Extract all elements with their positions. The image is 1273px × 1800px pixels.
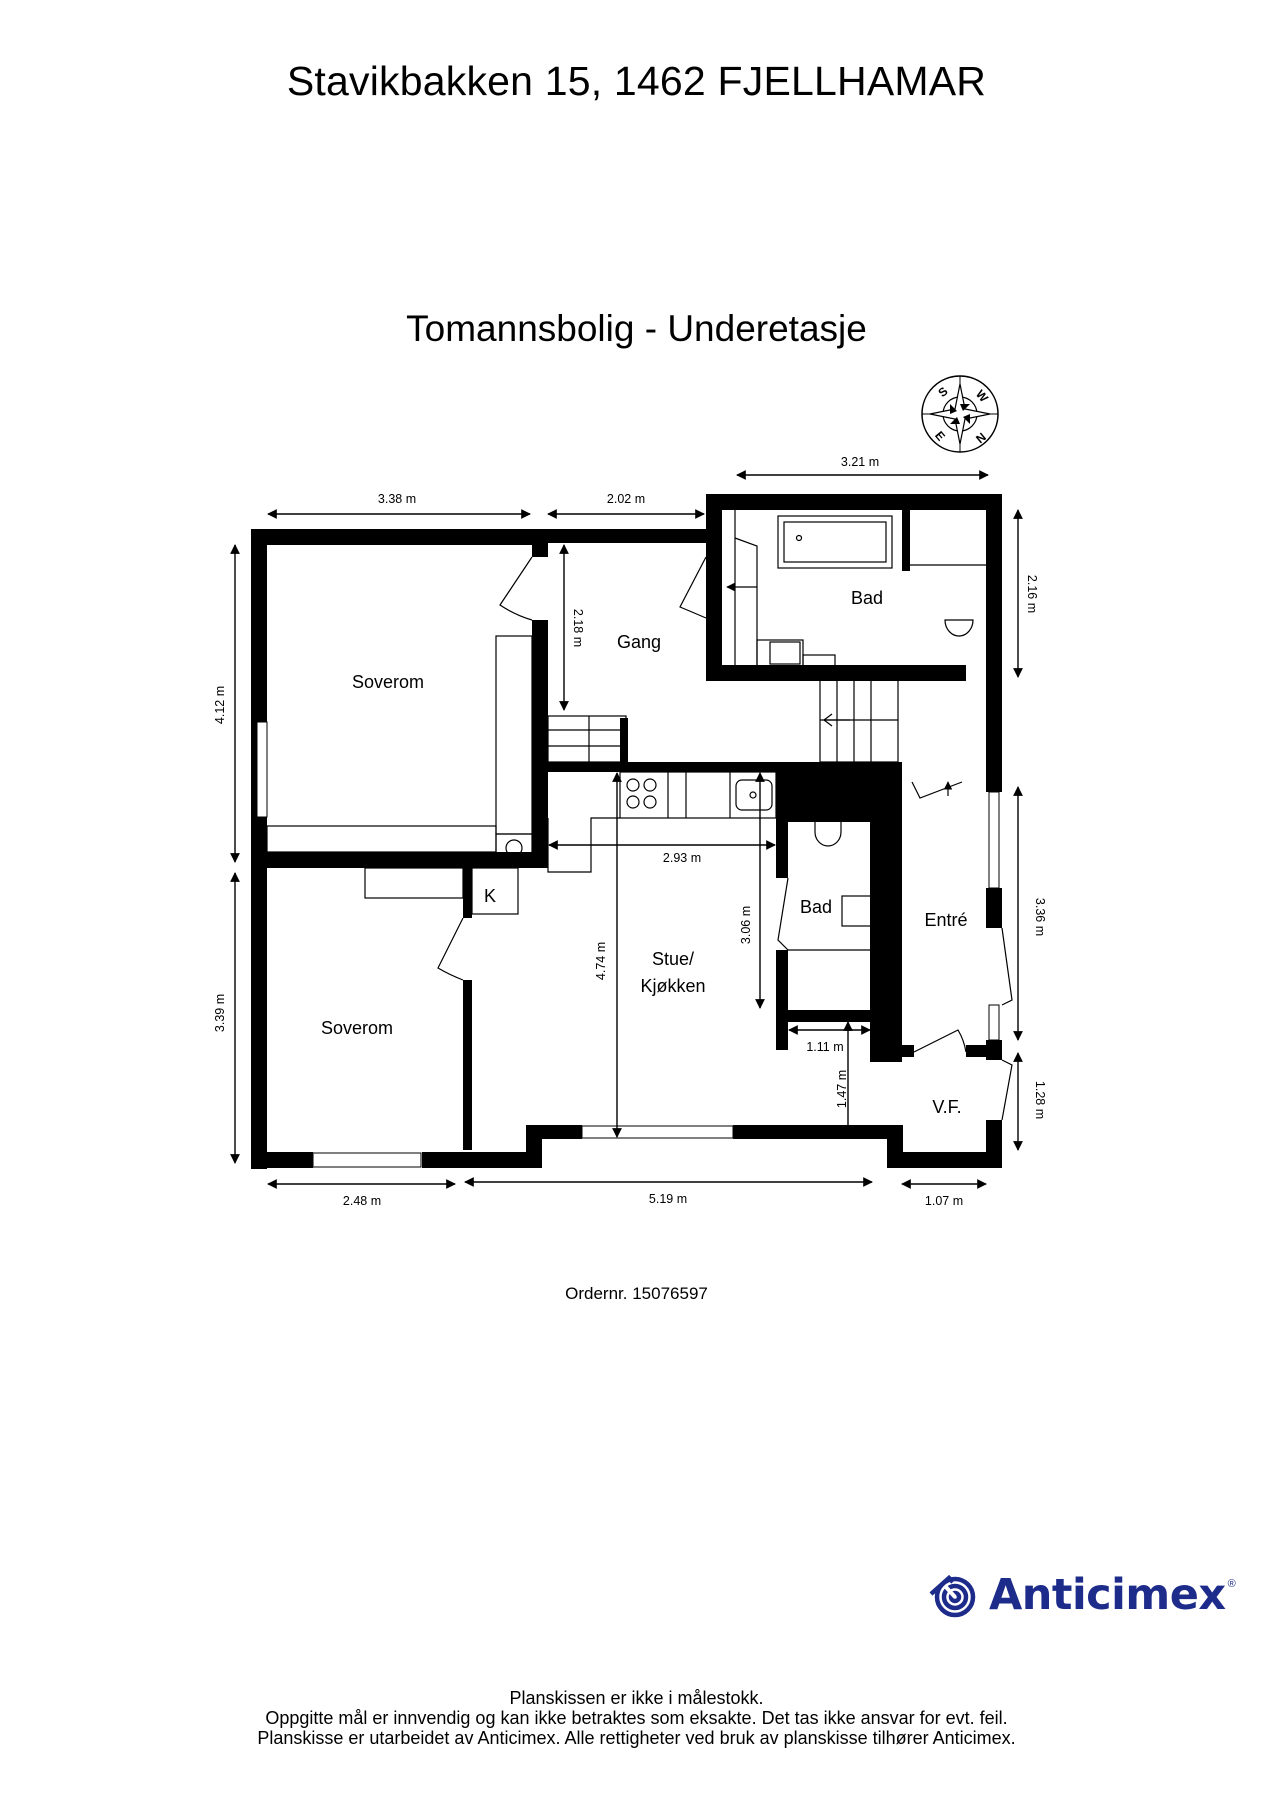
- dim-label: 4.74 m: [594, 942, 608, 980]
- door-vf: [913, 1029, 967, 1053]
- dim-label: 3.38 m: [378, 492, 416, 506]
- address-title: Stavikbakken 15, 1462 FJELLHAMAR: [286, 58, 987, 104]
- door-entre-side: [1001, 927, 1013, 1006]
- room-label-vf: V.F.: [932, 1097, 961, 1117]
- dim-label: 4.12 m: [213, 686, 227, 724]
- stair-arrows: [726, 582, 953, 796]
- door-soverom2: [437, 917, 464, 981]
- room-label-kjokken: Kjøkken: [640, 976, 705, 996]
- room-label-stue: Stue/: [652, 949, 694, 969]
- compass-rose-icon: S W N E: [921, 375, 999, 453]
- window-soverom2: [312, 1152, 422, 1168]
- room-label-gang: Gang: [617, 632, 661, 652]
- dim-label: 3.06 m: [739, 906, 753, 944]
- dim-label: 1.28 m: [1033, 1081, 1047, 1119]
- room-label-bad-2: Bad: [800, 897, 832, 917]
- dimension-labels: 3.38 m 2.02 m 3.21 m 4.12 m 3.39 m 2.18 …: [213, 455, 1047, 1208]
- doors: [437, 556, 1013, 1121]
- door-bad: [679, 556, 707, 619]
- disclaimer-line: Planskissen er ikke i målestokk.: [509, 1688, 764, 1708]
- dim-label: 3.39 m: [213, 994, 227, 1032]
- dim-label: 3.36 m: [1033, 898, 1047, 936]
- dim-label: 1.07 m: [925, 1194, 963, 1208]
- disclaimer-line: Oppgitte mål er innvendig og kan ikke be…: [265, 1708, 1008, 1728]
- dim-label: 2.48 m: [343, 1194, 381, 1208]
- compass-label-n: N: [973, 430, 989, 446]
- anticimex-logo: Anticimex ®: [925, 1570, 1236, 1620]
- window-entre: [988, 791, 1000, 889]
- anticimex-logo-icon: [929, 1574, 976, 1618]
- brand-name: Anticimex: [989, 1570, 1226, 1620]
- dim-label: 5.19 m: [649, 1192, 687, 1206]
- walls: [251, 494, 1002, 1169]
- compass-label-s: S: [935, 384, 950, 400]
- door-bad2: [777, 877, 789, 951]
- room-label-entre: Entré: [924, 910, 967, 930]
- room-labels: Soverom Gang Bad Soverom K Stue/ Kjøkken…: [321, 588, 968, 1117]
- registered-mark: ®: [1227, 1578, 1236, 1590]
- window-soverom1: [256, 721, 268, 818]
- door-soverom1: [499, 556, 533, 621]
- room-label-soverom: Soverom: [352, 672, 424, 692]
- dim-label: 3.21 m: [841, 455, 879, 469]
- room-label-soverom-2: Soverom: [321, 1018, 393, 1038]
- door-entre-top: [911, 781, 963, 799]
- dimension-lines: [230, 470, 1023, 1189]
- window-stue: [581, 1125, 734, 1139]
- door-vf-side: [1001, 1059, 1013, 1121]
- dim-label: 2.93 m: [663, 851, 701, 865]
- fixtures: [266, 510, 986, 951]
- window-entre-2: [988, 1004, 1000, 1041]
- room-label-k: K: [484, 886, 496, 906]
- floor-subtitle: Tomannsbolig - Underetasje: [406, 308, 867, 349]
- dim-label: 1.11 m: [806, 1040, 843, 1054]
- disclaimer-line: Planskisse er utarbeidet av Anticimex. A…: [257, 1728, 1016, 1748]
- dim-label: 2.02 m: [607, 492, 645, 506]
- order-number: Ordernr. 15076597: [565, 1284, 708, 1303]
- dim-label: 2.16 m: [1025, 575, 1039, 613]
- room-label-bad: Bad: [851, 588, 883, 608]
- dim-label: 2.18 m: [571, 609, 585, 647]
- disclaimer: Planskissen er ikke i målestokk. Oppgitt…: [0, 1688, 1273, 1748]
- dim-label: 1.47 m: [835, 1070, 849, 1108]
